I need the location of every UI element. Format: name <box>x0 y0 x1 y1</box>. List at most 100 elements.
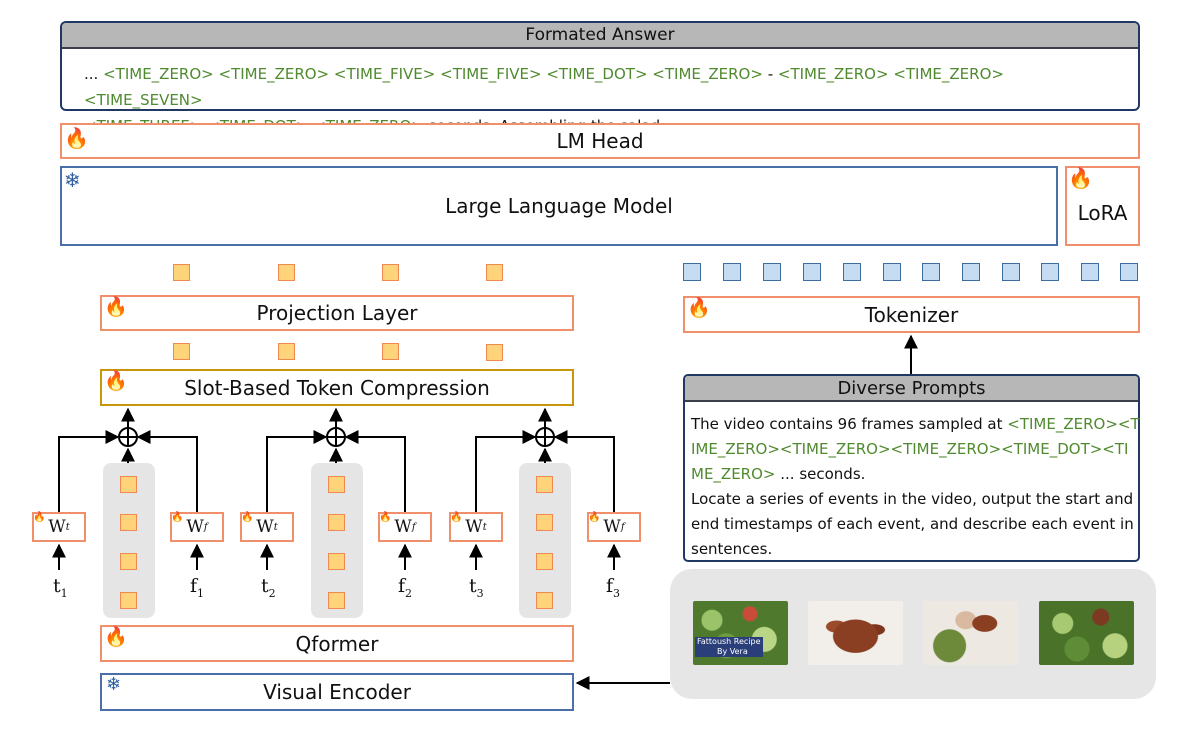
answer-dash: - <box>767 65 774 83</box>
visual-token <box>382 343 399 360</box>
answer-token: <TIME_SEVEN> <box>84 91 203 109</box>
weight-letter: W <box>186 517 204 537</box>
prompt-token: ME_ZERO> <box>691 465 776 483</box>
fusion-group-1 <box>52 407 204 570</box>
answer-token: <TIME_ZERO> <box>777 65 889 83</box>
time-input-label: t2 <box>261 575 276 600</box>
text-token <box>763 263 781 281</box>
tokenizer-label: Tokenizer <box>864 302 959 327</box>
answer-token: <TIME_DOT> <box>546 65 648 83</box>
frame-input-label: f1 <box>190 575 205 600</box>
query-token <box>328 553 345 570</box>
video-frame-thumbnail <box>923 601 1018 665</box>
slot-compression-label: Slot-Based Token Compression <box>184 375 490 400</box>
query-token <box>536 476 553 493</box>
answer-prefix: ... <box>84 65 99 83</box>
fire-icon: 🔥 <box>104 370 128 392</box>
lm-head-box: LM Head <box>60 123 1140 159</box>
visual-token <box>278 343 295 360</box>
query-token <box>536 592 553 609</box>
prompt-text: end timestamps of each event, and descri… <box>691 515 1134 533</box>
visual-token <box>486 264 503 281</box>
text-token <box>683 263 701 281</box>
answer-token: <TIME_ZERO> <box>893 65 1004 83</box>
video-frame-thumbnail <box>808 601 903 665</box>
weight-subscript: t <box>65 521 70 533</box>
weight-letter: W <box>48 517 66 537</box>
fire-icon: 🔥 <box>64 126 89 150</box>
frame-input-label: f3 <box>606 575 621 600</box>
answer-token: <TIME_ZERO> <box>103 65 214 83</box>
snowflake-icon: ❄ <box>106 674 122 695</box>
query-token <box>120 514 137 531</box>
frame-input-label: f2 <box>398 575 413 600</box>
visual-encoder-label: Visual Encoder <box>263 680 411 704</box>
query-token <box>328 514 345 531</box>
weight-letter: W <box>394 517 412 537</box>
lora-label: LoRA <box>1077 201 1128 225</box>
prompt-text: Locate a series of events in the video, … <box>691 490 1134 508</box>
visual-token <box>278 264 295 281</box>
fire-icon: 🔥 <box>1068 166 1093 190</box>
answer-token: <TIME_FIVE> <box>440 65 542 83</box>
weight-letter: W <box>603 517 621 537</box>
query-token <box>536 514 553 531</box>
weight-subscript: f <box>620 521 625 533</box>
projection-layer-box: Projection Layer <box>100 295 574 331</box>
tokenizer-box: Tokenizer <box>683 296 1140 333</box>
query-token <box>120 553 137 570</box>
answer-token: <TIME_ZERO> <box>652 65 763 83</box>
qformer-box: Qformer <box>100 625 574 662</box>
video-frame-thumbnail: Fattoush Recipe By Vera <box>693 601 788 665</box>
formatted-answer-title: Formated Answer <box>62 23 1138 49</box>
fire-icon: 🔥 <box>171 512 184 523</box>
formatted-answer-text: ... <TIME_ZERO> <TIME_ZERO> <TIME_FIVE> … <box>84 61 1124 139</box>
fire-icon: 🔥 <box>450 512 463 523</box>
query-token <box>120 476 137 493</box>
prompt-token: <TIME_ZERO><T <box>1007 415 1140 433</box>
fire-icon: 🔥 <box>687 297 711 319</box>
slot-compression-box: Slot-Based Token Compression <box>100 369 574 406</box>
fire-icon: 🔥 <box>104 626 128 648</box>
text-token <box>1002 263 1020 281</box>
query-token <box>328 476 345 493</box>
qformer-label: Qformer <box>295 631 379 656</box>
text-token <box>843 263 861 281</box>
text-token <box>723 263 741 281</box>
text-token <box>1120 263 1138 281</box>
diverse-prompts-title: Diverse Prompts <box>685 376 1138 402</box>
weight-subscript: t <box>273 521 278 533</box>
thumbnail-caption-line: Fattoush Recipe <box>697 637 761 646</box>
snowflake-icon: ❄ <box>64 168 81 192</box>
fusion-group-2 <box>260 407 412 570</box>
thumbnail-caption: Fattoush Recipe By Vera <box>695 637 763 657</box>
prompt-token: IME_ZERO><TIME_ZERO><TIME_ZERO><TIME_DOT… <box>691 440 1129 458</box>
diverse-prompts-box: Diverse Prompts The video contains 96 fr… <box>683 374 1140 562</box>
fire-icon: 🔥 <box>33 512 46 523</box>
weight-subscript: f <box>203 521 208 533</box>
fire-icon: 🔥 <box>588 512 601 523</box>
text-token <box>1041 263 1059 281</box>
lora-box: LoRA <box>1065 166 1140 246</box>
thumbnail-caption-line: By Vera <box>717 647 748 656</box>
weight-subscript: f <box>411 521 416 533</box>
prompt-text: The video contains 96 frames sampled at <box>691 415 1008 433</box>
large-language-model-box: Large Language Model <box>60 166 1058 246</box>
visual-token <box>173 343 190 360</box>
text-token <box>1081 263 1099 281</box>
formatted-answer-box: Formated Answer ... <TIME_ZERO> <TIME_ZE… <box>60 21 1140 135</box>
query-token <box>328 592 345 609</box>
weight-subscript: t <box>482 521 487 533</box>
projection-layer-label: Projection Layer <box>256 301 418 325</box>
query-token <box>536 553 553 570</box>
text-token <box>803 263 821 281</box>
llm-label: Large Language Model <box>445 194 673 218</box>
visual-token <box>486 344 503 361</box>
